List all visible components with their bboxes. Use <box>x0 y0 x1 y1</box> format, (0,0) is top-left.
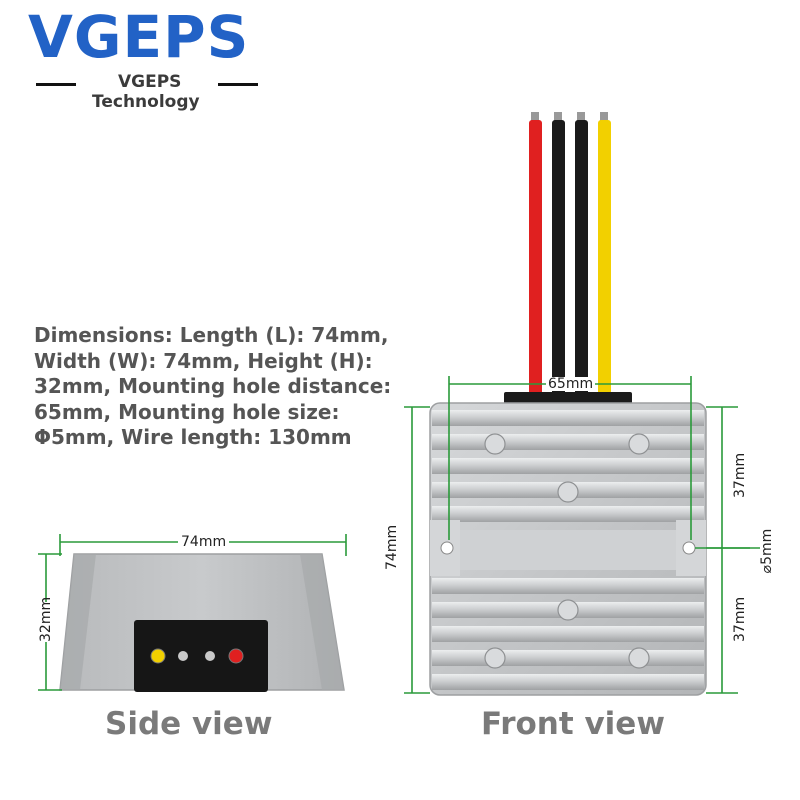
side-view-drawing <box>38 534 347 692</box>
front-dimension-lines <box>404 376 770 694</box>
label-side-height: 32mm <box>38 596 54 642</box>
output-wires <box>529 112 611 396</box>
wire-tip-yellow <box>600 112 608 126</box>
brand-tagline: Technology <box>92 92 200 112</box>
wire-red <box>529 120 542 396</box>
terminal-grey <box>178 651 188 661</box>
mounting-hole-right <box>682 541 696 555</box>
brand-logo-text: VGEPS <box>28 3 250 71</box>
brand-sub-name: VGEPS <box>118 72 182 92</box>
wire-tip-black <box>554 112 562 126</box>
housing-screws <box>484 433 650 669</box>
terminal-panel <box>134 620 268 692</box>
label-front-lower: 37mm <box>732 596 748 642</box>
terminal-yellow <box>150 648 166 664</box>
wire-black-2 <box>575 120 588 396</box>
brand-logo: VGEPS <box>28 8 249 66</box>
label-front-height: 74mm <box>384 524 400 570</box>
label-front-upper: 37mm <box>732 452 748 498</box>
front-view-drawing <box>404 112 770 696</box>
label-side-width: 74mm <box>178 535 230 549</box>
logo-divider-left <box>36 83 76 86</box>
dimensions-description: Dimensions: Length (L): 74mm, Width (W):… <box>34 323 392 449</box>
wire-yellow <box>598 120 611 396</box>
wire-tip-black-2 <box>577 112 585 126</box>
wire-black <box>552 120 565 396</box>
terminal-grey-2 <box>205 651 215 661</box>
front-view-caption: Front view <box>481 706 665 742</box>
logo-divider-right <box>218 83 258 86</box>
wire-tip-red <box>531 112 539 126</box>
side-view-caption: Side view <box>105 706 273 742</box>
mounting-hole-left <box>440 541 454 555</box>
cable-gland <box>504 392 632 404</box>
label-hole-distance: 65mm <box>546 376 596 392</box>
label-hole-size: ⌀5mm <box>759 526 775 576</box>
terminal-red <box>228 648 244 664</box>
